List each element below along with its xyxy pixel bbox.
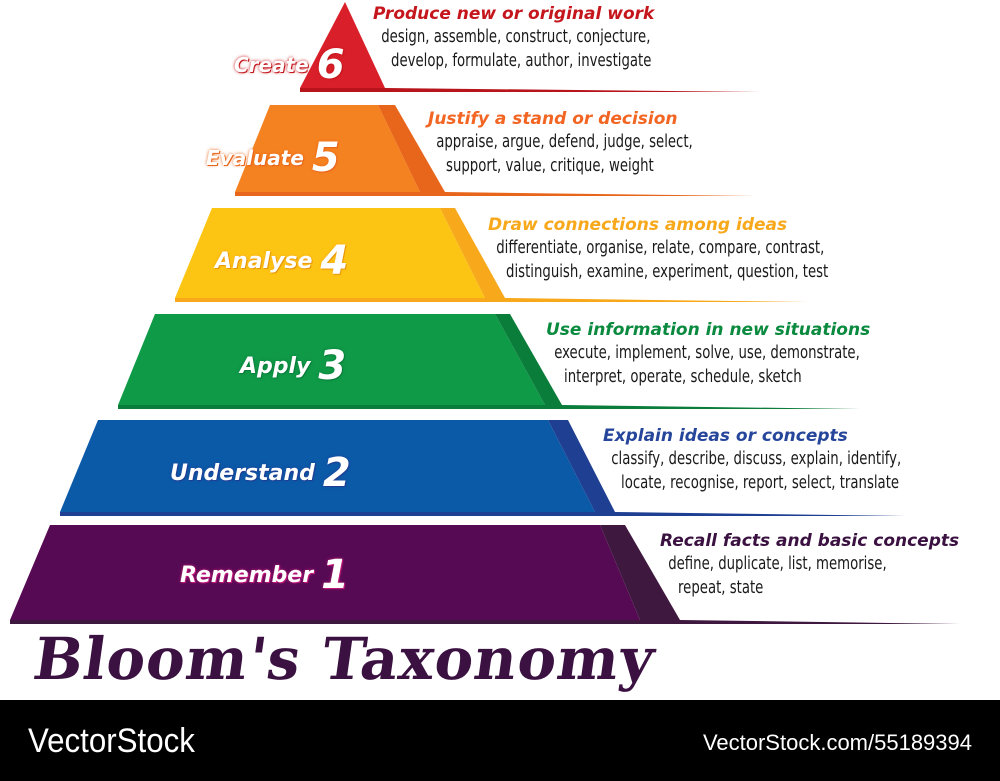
tier-4-label: Analyse 4	[215, 238, 348, 284]
tier-name: Apply	[240, 354, 311, 379]
tier-evaluate-shape	[235, 105, 420, 192]
footer-brand: VectorStock	[28, 722, 195, 760]
tier-number: 6	[316, 42, 345, 88]
tier-verbs: design, assemble, construct, conjecture,…	[381, 26, 652, 71]
tier-2-label: Understand 2	[170, 450, 351, 496]
tier-create-shape	[300, 2, 385, 88]
tier-6-description: Produce new or original work design, ass…	[373, 3, 713, 73]
tier-verbs: differentiate, organise, relate, compare…	[496, 237, 829, 282]
tier-verbs: execute, implement, solve, use, demonstr…	[554, 342, 860, 387]
tier-number: 4	[320, 238, 349, 284]
tier-heading: Justify a stand or decision	[428, 109, 678, 129]
tier-verbs: appraise, argue, defend, judge, select,s…	[436, 131, 693, 176]
tier-heading: Explain ideas or concepts	[603, 426, 848, 446]
tier-apply-shape	[118, 314, 545, 405]
tier-2-description: Explain ideas or concepts classify, desc…	[603, 425, 967, 495]
tier-number: 1	[321, 552, 349, 598]
footer-bar: VectorStock VectorStock.com/55189394	[0, 700, 1000, 781]
tier-number: 5	[311, 135, 340, 181]
footer-url: VectorStock.com/55189394	[702, 730, 972, 755]
tier-1-description: Recall facts and basic concepts define, …	[660, 530, 959, 600]
tier-verbs: define, duplicate, list, memorise,repeat…	[668, 553, 887, 598]
tier-remember-shape	[10, 525, 640, 620]
tier-1-label: Remember 1	[180, 552, 349, 598]
tier-3-label: Apply 3	[240, 343, 346, 389]
tier-5-description: Justify a stand or decision appraise, ar…	[428, 108, 751, 178]
tier-verbs: classify, describe, discuss, explain, id…	[611, 448, 902, 493]
tier-4-description: Draw connections among ideas differentia…	[488, 214, 903, 284]
tier-understand-shape	[60, 420, 595, 512]
tier-name: Evaluate	[206, 146, 304, 170]
tier-heading: Draw connections among ideas	[488, 215, 788, 235]
tier-name: Analyse	[215, 249, 313, 274]
tier-number: 3	[318, 343, 347, 389]
tier-number: 2	[322, 450, 351, 496]
tier-5-label: Evaluate 5	[206, 135, 340, 181]
tier-heading: Recall facts and basic concepts	[660, 531, 960, 551]
diagram-title: Bloom's Taxonomy	[29, 625, 660, 693]
tier-heading: Use information in new situations	[546, 320, 871, 340]
tier-name: Remember	[180, 563, 314, 588]
tier-heading: Produce new or original work	[373, 4, 655, 24]
tier-name: Understand	[170, 461, 315, 486]
pyramid-diagram	[10, 2, 960, 624]
tier-analyse-shape	[175, 208, 485, 298]
tier-name: Create	[234, 53, 309, 77]
tier-6-label: Create 6	[234, 42, 345, 88]
tier-3-description: Use information in new situations execut…	[546, 319, 929, 389]
